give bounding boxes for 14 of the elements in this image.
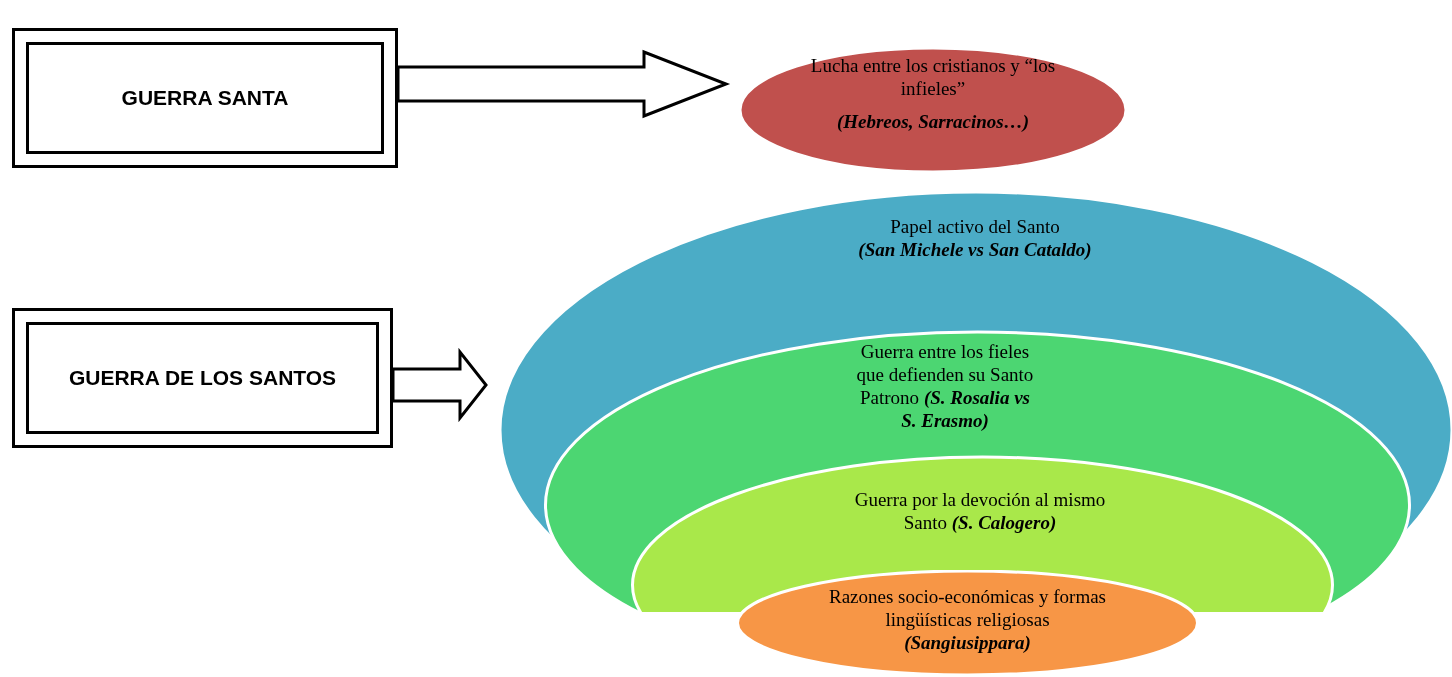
block-arrow xyxy=(391,347,488,423)
description-text: Guerra entre los fieles que defienden su Santo Patrono (S. Rosalia vs S. Erasmo) xyxy=(855,340,1035,432)
block-arrow xyxy=(396,49,731,119)
bevel-box xyxy=(12,28,398,168)
example-text: (Sangiusippara) xyxy=(903,631,1032,654)
description-text: Guerra por la devoción al mismo Santo (S. Calogero) xyxy=(853,488,1107,534)
description-text: Lucha entre los cristianos y “los infieles” xyxy=(809,54,1057,100)
box-title: GUERRA DE LOS SANTOS xyxy=(68,366,337,390)
bevel-box xyxy=(12,308,393,448)
example-text: (San Michele vs San Cataldo) xyxy=(857,238,1093,261)
description-text: Papel activo del Santo xyxy=(889,215,1061,238)
description-text: Razones socio-económicas y formas lingüísticas religiosas xyxy=(828,585,1107,631)
example-text: (Hebreos, Sarracinos…) xyxy=(835,110,1031,133)
box-title: GUERRA SANTA xyxy=(121,86,289,110)
